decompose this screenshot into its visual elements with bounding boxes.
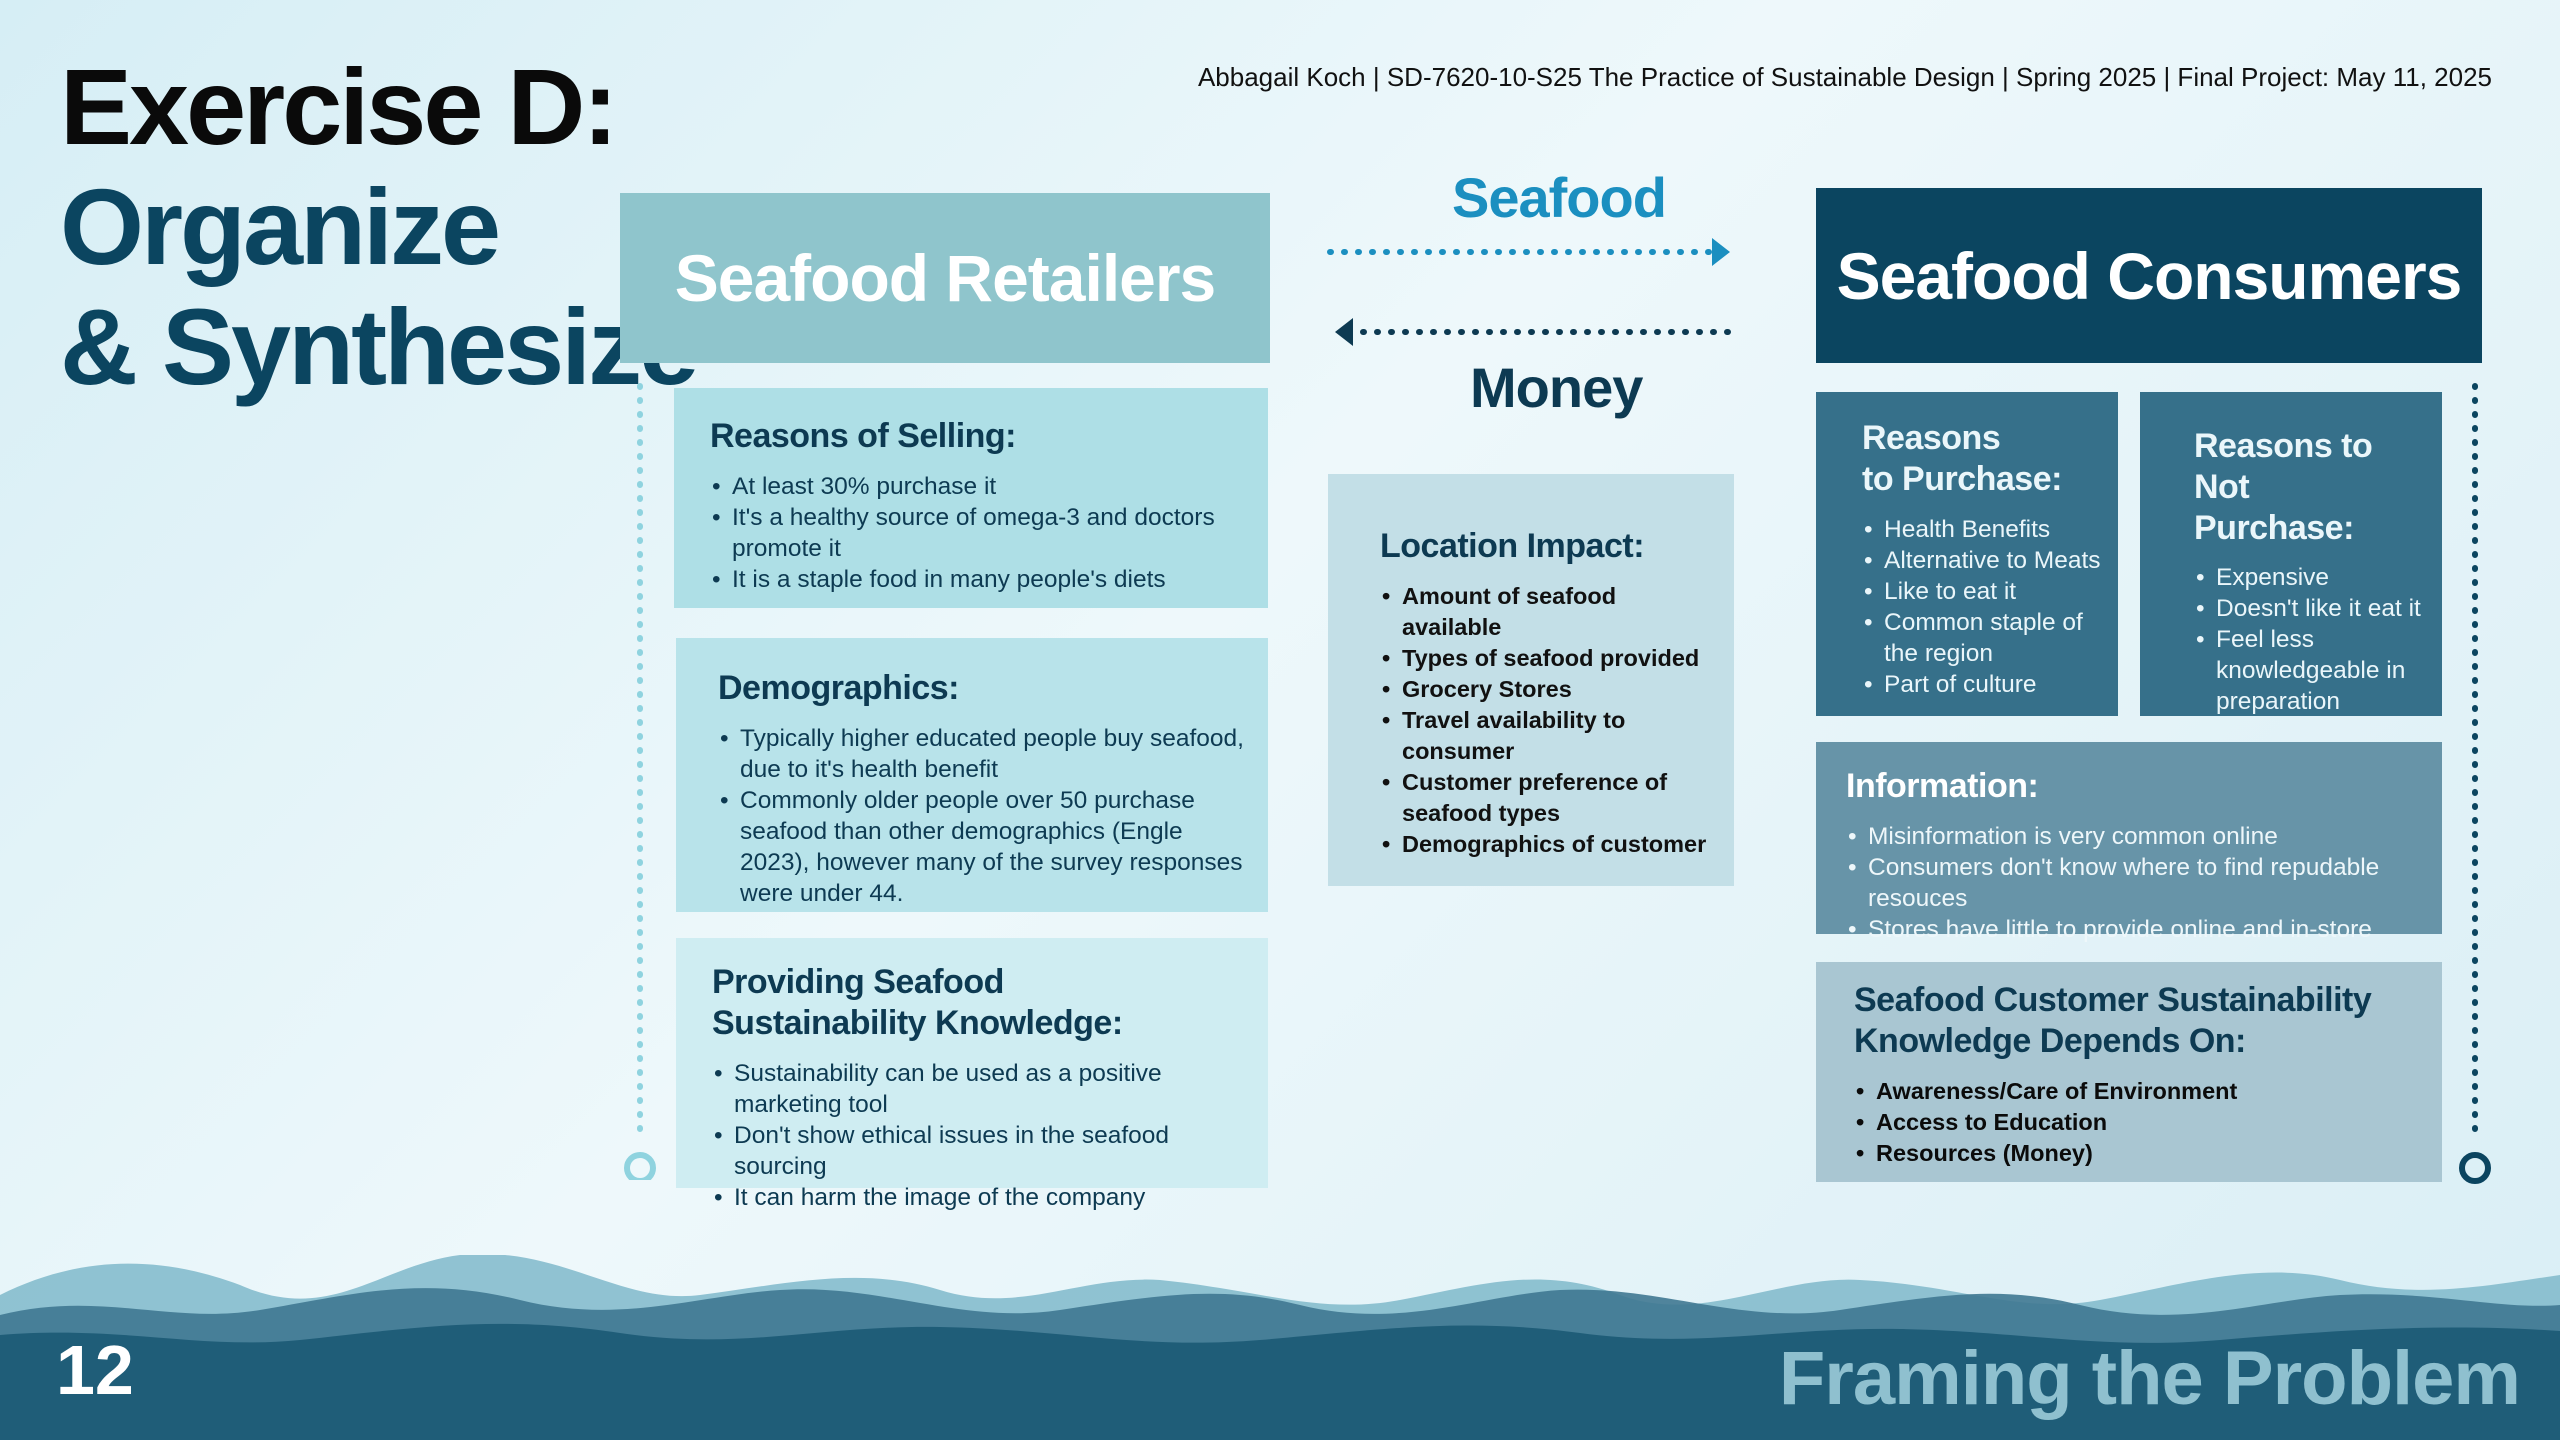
providing-knowledge-title-line2: Sustainability Knowledge: [712,1003,1123,1042]
reasons-to-purchase-title-line2: to Purchase: [1862,459,2062,498]
list-item: Customer preference of seafood types [1380,767,1714,829]
page-number: 12 [56,1331,134,1409]
location-impact-card: Location Impact: Amount of seafood avail… [1328,474,1734,886]
list-item: Alternative to Meats [1862,545,2104,576]
slide-title-line2: Organize [60,166,501,287]
arrow-right-icon [1327,238,1730,266]
sustainability-knowledge-title: Seafood Customer Sustainability Knowledg… [1854,980,2428,1062]
list-item: Consumers don't know where to find repud… [1846,852,2428,914]
retailers-timeline-end-circle [624,1152,656,1180]
reasons-not-purchase-card: Reasons to Not Purchase: Expensive Doesn… [2140,392,2442,716]
reasons-not-purchase-title-line2: Purchase: [2194,508,2354,547]
consumers-timeline-end-circle [2459,1152,2491,1184]
providing-knowledge-card: Providing Seafood Sustainability Knowled… [676,938,1268,1213]
list-item: Part of culture [1862,669,2104,700]
list-item: Like to eat it [1862,576,2104,607]
consumers-timeline [2459,383,2491,1184]
list-item: Expensive [2194,562,2428,593]
sustainability-knowledge-title-line1: Seafood Customer Sustainability [1854,981,2372,1019]
reasons-to-purchase-title-line1: Reasons [1862,419,2001,457]
list-item: It is a staple food in many people's die… [710,564,1246,595]
slide-title-line1: Exercise D: [60,46,618,167]
arrow-left-icon [1335,318,1733,346]
reasons-to-purchase-card: Reasons to Purchase: Health Benefits Alt… [1816,392,2118,716]
providing-knowledge-title-line1: Providing Seafood [712,963,1004,1001]
reasons-of-selling-title: Reasons of Selling: [710,417,1017,455]
consumers-heading: Seafood Consumers [1816,188,2482,363]
list-item: It's a healthy source of omega-3 and doc… [710,502,1246,564]
list-item: Grocery Stores [1380,674,1714,705]
demographics-card: Demographics: Typically higher educated … [676,638,1268,912]
list-item: Commonly older people over 50 purchase s… [718,785,1248,909]
list-item: Access to Education [1854,1107,2428,1138]
list-item: Health Benefits [1862,514,2104,545]
list-item: Awareness/Care of Environment [1854,1076,2428,1107]
section-name: Framing the Problem [1778,1336,2521,1421]
sustainability-knowledge-title-line2: Knowledge Depends On: [1854,1021,2246,1060]
list-item: Amount of seafood available [1380,581,1714,643]
flow-money-label: Money [1470,356,1643,419]
list-item: Resources (Money) [1854,1138,2428,1169]
list-item: Travel availability to consumer [1380,705,1714,767]
retailers-heading: Seafood Retailers [620,193,1270,363]
slide-title-line3: & Synthesize [60,286,699,407]
list-item: At least 30% purchase it [710,471,1246,502]
list-item: It can harm the image of the company [712,1182,1248,1213]
information-title: Information: [1846,767,2039,805]
retailers-timeline [624,383,656,1180]
list-item: Don't show ethical issues in the seafood… [712,1120,1248,1182]
demographics-title: Demographics: [718,669,960,707]
list-item: Feel less knowledgeable in preparation [2194,624,2428,717]
list-item: Demographics of customer [1380,829,1714,860]
header-meta: Abbagail Koch | SD-7620-10-S25 The Pract… [1197,62,2492,92]
providing-knowledge-title: Providing Seafood Sustainability Knowled… [712,962,1248,1044]
list-item: Misinformation is very common online [1846,821,2428,852]
sustainability-knowledge-card: Seafood Customer Sustainability Knowledg… [1816,962,2442,1182]
information-card: Information: Misinformation is very comm… [1816,742,2442,945]
location-impact-title: Location Impact: [1380,527,1645,565]
footer-waves [0,1255,2560,1440]
list-item: Types of seafood provided [1380,643,1714,674]
list-item: Sustainability can be used as a positive… [712,1058,1248,1120]
list-item: Common staple of the region [1862,607,2104,669]
flow-seafood-label: Seafood [1452,166,1667,229]
list-item: Stores have little to provide online and… [1846,914,2428,945]
reasons-not-purchase-title-line1: Reasons to Not [2194,427,2373,506]
reasons-to-purchase-title: Reasons to Purchase: [1862,418,2104,500]
reasons-of-selling-card: Reasons of Selling: At least 30% purchas… [674,388,1268,608]
list-item: Doesn't like it eat it [2194,593,2428,624]
list-item: Typically higher educated people buy sea… [718,723,1248,785]
reasons-not-purchase-title: Reasons to Not Purchase: [2194,426,2428,548]
